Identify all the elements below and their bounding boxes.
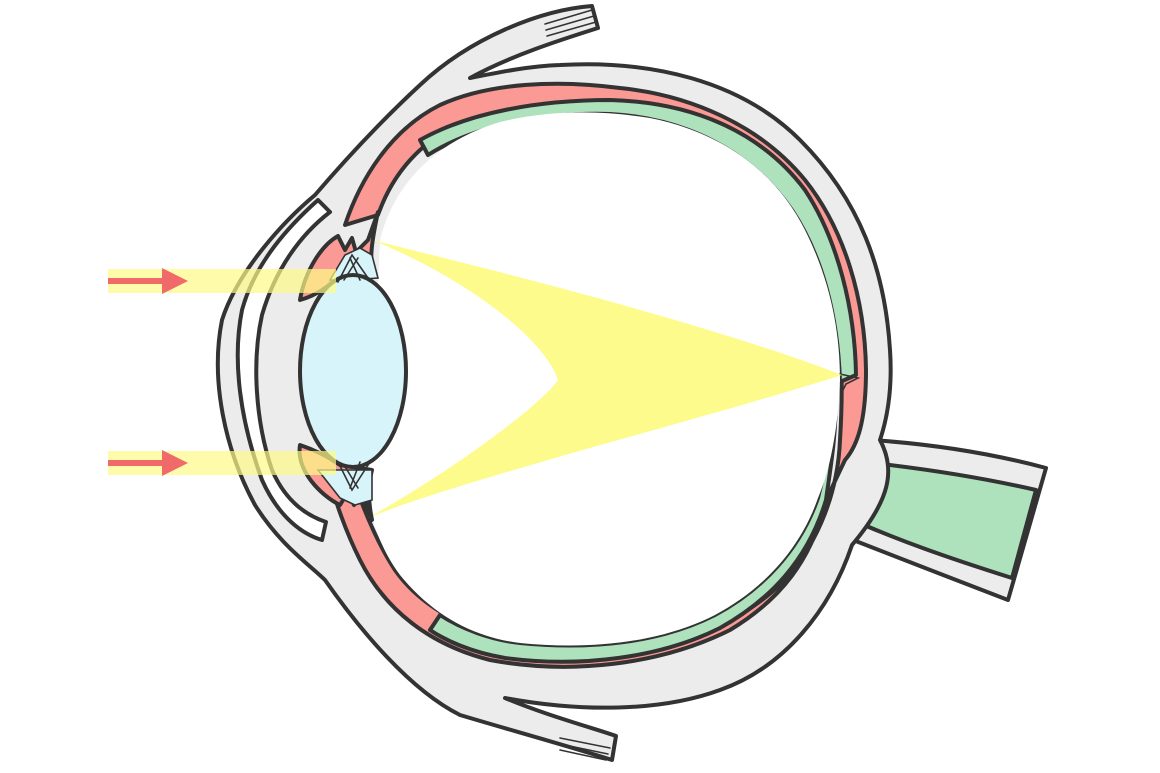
focused-light-cone: [368, 240, 842, 518]
lens: [298, 273, 408, 469]
right-arrow-icon: [108, 450, 188, 476]
zonule-fibers-lower: [337, 461, 369, 492]
right-arrow-icon: [108, 268, 188, 294]
eye-muscle-lower: [559, 737, 611, 761]
zonule-fibers-upper: [337, 253, 369, 283]
fovea: [839, 373, 861, 393]
eye-muscle-upper: [544, 9, 597, 37]
